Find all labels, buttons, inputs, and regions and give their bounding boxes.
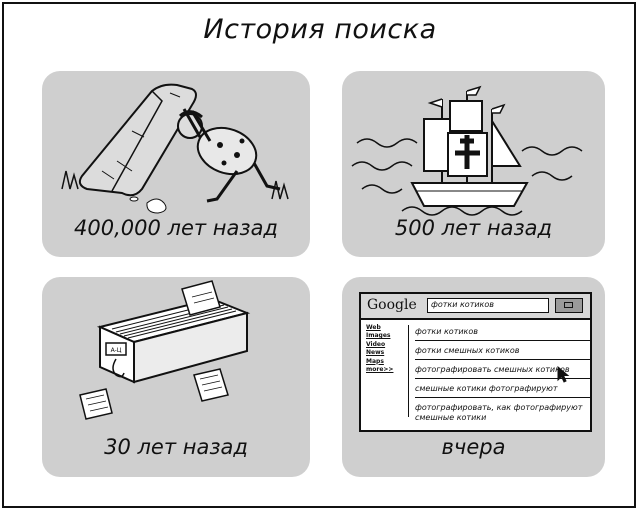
- search-results: фотки котиков фотки смешных котиков фото…: [415, 327, 591, 431]
- search-result[interactable]: фотографировать, как фотографируют смешн…: [415, 403, 583, 422]
- card-catalog-drawer-icon: A-Ц: [79, 280, 251, 420]
- panel-caption: 30 лет назад: [104, 435, 248, 459]
- sidebar-divider: [408, 325, 409, 417]
- mouse-cursor-icon: [557, 366, 570, 383]
- sailing-ship-icon: [351, 85, 583, 216]
- panel-google: Google фотки котиков Web Images Video Ne…: [342, 277, 605, 477]
- search-result[interactable]: фотографировать смешных котиков: [415, 365, 591, 379]
- search-icon: [564, 302, 573, 308]
- panel-stone-age: 400,000 лет назад: [42, 71, 310, 257]
- search-result[interactable]: фотки котиков: [415, 327, 591, 341]
- drawer-label: A-Ц: [111, 347, 122, 354]
- comic-frame: [2, 2, 636, 508]
- caveman-lifting-rock-icon: [61, 83, 289, 214]
- category-link-images[interactable]: Images: [366, 332, 391, 340]
- panel-caption: вчера: [441, 435, 506, 459]
- comic-title: История поиска: [203, 14, 437, 45]
- panel-ship-age: 500 лет назад: [342, 71, 605, 257]
- category-link-maps[interactable]: Maps: [366, 357, 384, 365]
- panel-caption: 400,000 лет назад: [74, 216, 278, 240]
- search-category-list: Web Images Video News Maps more>>: [366, 324, 402, 374]
- search-bar: Google фотки котиков: [361, 294, 590, 320]
- search-input[interactable]: фотки котиков: [427, 298, 549, 313]
- panel-card-catalog: A-Ц 30 лет назад: [42, 277, 310, 477]
- panel-caption: 500 лет назад: [394, 216, 553, 240]
- browser-window: Google фотки котиков Web Images Video Ne…: [359, 292, 592, 432]
- google-logo: Google: [367, 297, 417, 313]
- category-link-video[interactable]: Video: [366, 340, 386, 348]
- category-link-more[interactable]: more>>: [366, 366, 394, 374]
- search-button[interactable]: [555, 298, 583, 313]
- search-result[interactable]: смешные котики фотографируют: [415, 384, 591, 398]
- category-link-news[interactable]: News: [366, 349, 385, 357]
- search-result[interactable]: фотки смешных котиков: [415, 346, 591, 360]
- category-link-web[interactable]: Web: [366, 324, 381, 331]
